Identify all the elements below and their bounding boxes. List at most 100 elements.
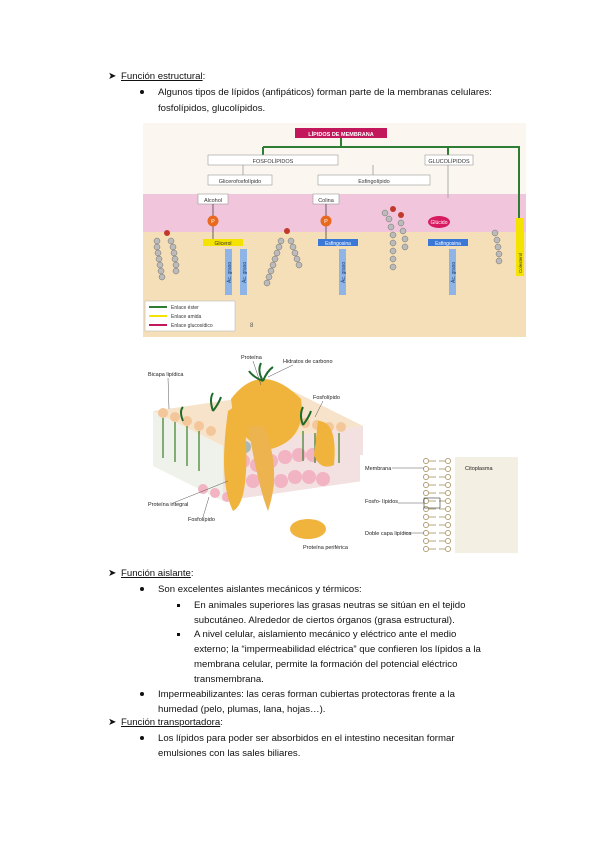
paragraph-line: A nivel celular, aislamiento mecánico y … bbox=[194, 629, 457, 640]
space-filling-molecules bbox=[153, 209, 503, 287]
proteina-integral-label: Proteína integral bbox=[148, 502, 188, 508]
fosfolipido-highlight bbox=[423, 497, 441, 509]
lipid-head bbox=[423, 530, 429, 536]
hidratos-label: Hidratos de carbono bbox=[283, 359, 333, 365]
section-heading-transportadora: Función transportadora: bbox=[121, 716, 223, 729]
ac-graso-label: Ác. graso bbox=[226, 262, 233, 283]
paragraph-line: Algunos tipos de lípidos (anfipáticos) f… bbox=[158, 87, 492, 98]
lipid-tails bbox=[162, 418, 340, 471]
paragraph-line: fosfolípidos, glucolípidos. bbox=[158, 103, 266, 114]
membrana-label: Membrana bbox=[365, 466, 392, 472]
section-heading-aislante: Función aislante: bbox=[121, 567, 194, 580]
bilayer-schematic: Membrana Citoplasma Fosfo- lípidos Doble… bbox=[360, 455, 520, 555]
alcohol-label: Alcohol bbox=[204, 198, 222, 204]
lipid-head bbox=[423, 466, 429, 472]
esfingosina-bar bbox=[318, 239, 358, 246]
paragraph-line: externo; la “impermeabilidad eléctrica” … bbox=[194, 644, 481, 655]
oxygen-atoms bbox=[164, 206, 404, 236]
esfingolipido-label: Esfingolípido bbox=[358, 179, 390, 185]
paragraph-line: Son excelentes aislantes mecánicos y tér… bbox=[158, 584, 362, 595]
fosfolipido-label: Fosfolípido bbox=[313, 395, 340, 401]
lipid-head bbox=[423, 522, 429, 528]
phosphate-circle bbox=[320, 215, 332, 227]
fosfolipidos-label: Fosfo- lípidos bbox=[365, 499, 398, 505]
lipid-head bbox=[445, 530, 451, 536]
title-box bbox=[295, 128, 387, 138]
round-bullet-icon bbox=[140, 736, 144, 740]
colesterol-bar bbox=[516, 218, 524, 276]
glicerofosfolipido-box bbox=[207, 174, 273, 186]
legend-ester: Enlace éster bbox=[171, 305, 199, 311]
heading-text: Función transportadora bbox=[121, 717, 221, 728]
glucido-label: Glúcido bbox=[431, 220, 448, 226]
connector-lines bbox=[262, 138, 520, 218]
lipid-head bbox=[423, 498, 429, 504]
proteina-periferica-label: Proteína periférica bbox=[303, 545, 349, 551]
glicerofosfolipido-label: Glicerofosfolípido bbox=[219, 179, 262, 185]
fatty-acid-tails bbox=[225, 249, 456, 295]
citoplasma-label: Citoplasma bbox=[465, 466, 493, 472]
protein-shape bbox=[314, 421, 335, 467]
legend-glucosidico: Enlace glucosídico bbox=[171, 323, 213, 329]
bilayer-rows bbox=[423, 458, 451, 552]
round-bullet-icon bbox=[140, 90, 144, 94]
paragraph-line: Impermeabilizantes: las ceras forman cub… bbox=[158, 689, 456, 700]
lipid-head bbox=[423, 490, 429, 496]
lipid-head bbox=[423, 546, 429, 552]
paragraph-line: transmembrana. bbox=[194, 674, 264, 685]
fosfolipidos-label: FOSFOLÍPIDOS bbox=[253, 158, 294, 165]
membrane-lipids-figure: LÍPIDOS DE MEMBRANA FOSFOLÍPIDOS GLUCOLÍ… bbox=[143, 123, 526, 337]
fosfolipido-bottom-label: Fosfolípido bbox=[188, 517, 215, 523]
heading-text: Función estructural bbox=[121, 71, 203, 82]
ac-graso-label: Ác. graso bbox=[241, 262, 248, 283]
heading-colon: : bbox=[202, 71, 206, 82]
phosphate-circle bbox=[207, 215, 219, 227]
lipid-head bbox=[445, 546, 451, 552]
proteina-periferica-shape bbox=[290, 519, 326, 539]
doble-capa-label: Doble capa lipídica bbox=[365, 531, 412, 537]
square-bullet-icon bbox=[177, 633, 180, 636]
paragraph-line: En animales superiores las grasas neutra… bbox=[194, 600, 466, 611]
esfingosina-label: Esfingosina bbox=[435, 241, 461, 247]
lipid-head bbox=[423, 514, 429, 520]
protein-shape bbox=[248, 426, 275, 511]
sub-connectors bbox=[242, 165, 449, 198]
paragraph-line: humedad (pelo, plumas, lana, hojas…). bbox=[158, 704, 326, 715]
square-bullet-icon bbox=[177, 604, 180, 607]
esfingolipido-box bbox=[317, 174, 431, 186]
heading-text: Función aislante bbox=[121, 568, 191, 579]
arrow-bullet-icon: ➤ bbox=[108, 71, 117, 82]
carbohydrate-chains bbox=[180, 362, 312, 426]
lipid-head bbox=[445, 466, 451, 472]
lipid-head bbox=[445, 482, 451, 488]
lipid-head bbox=[445, 498, 451, 504]
fluid-mosaic-figure: Proteína Hidratos de carbono Bicapa lipí… bbox=[143, 351, 373, 561]
lipid-head bbox=[445, 474, 451, 480]
proteina-integral-shape bbox=[224, 401, 247, 511]
lipid-head bbox=[445, 458, 451, 464]
lipid-head bbox=[423, 474, 429, 480]
glucolipidos-label: GLUCOLÍPIDOS bbox=[428, 158, 470, 165]
fosfolipidos-box bbox=[207, 154, 339, 166]
heading-colon: : bbox=[190, 568, 194, 579]
lipid-head bbox=[423, 458, 429, 464]
glicerol-bar bbox=[203, 239, 243, 246]
ac-graso-label: Ác. graso bbox=[450, 262, 457, 283]
lipid-head bbox=[445, 490, 451, 496]
proteina-label: Proteína bbox=[241, 355, 263, 361]
arrow-bullet-icon: ➤ bbox=[108, 568, 117, 579]
lipid-head bbox=[445, 538, 451, 544]
lipid-head bbox=[445, 522, 451, 528]
paragraph-line: membrana celular, permite la formación d… bbox=[194, 659, 458, 670]
bilayer-schematic-figure: Membrana Citoplasma Fosfo- lípidos Doble… bbox=[360, 455, 520, 555]
figure-page-mark: 8 bbox=[250, 323, 254, 329]
glucido-shape bbox=[428, 216, 450, 228]
colesterol-label: Colesterol bbox=[518, 253, 523, 273]
round-bullet-icon bbox=[140, 587, 144, 591]
lipid-head bbox=[445, 514, 451, 520]
round-bullet-icon bbox=[140, 692, 144, 696]
fluid-mosaic-diagram: Proteína Hidratos de carbono Bicapa lipí… bbox=[143, 351, 373, 561]
esfingosina-label: Esfingosina bbox=[325, 241, 351, 247]
bicapa-label: Bicapa lipídica bbox=[148, 372, 184, 378]
heading-colon: : bbox=[220, 717, 223, 728]
